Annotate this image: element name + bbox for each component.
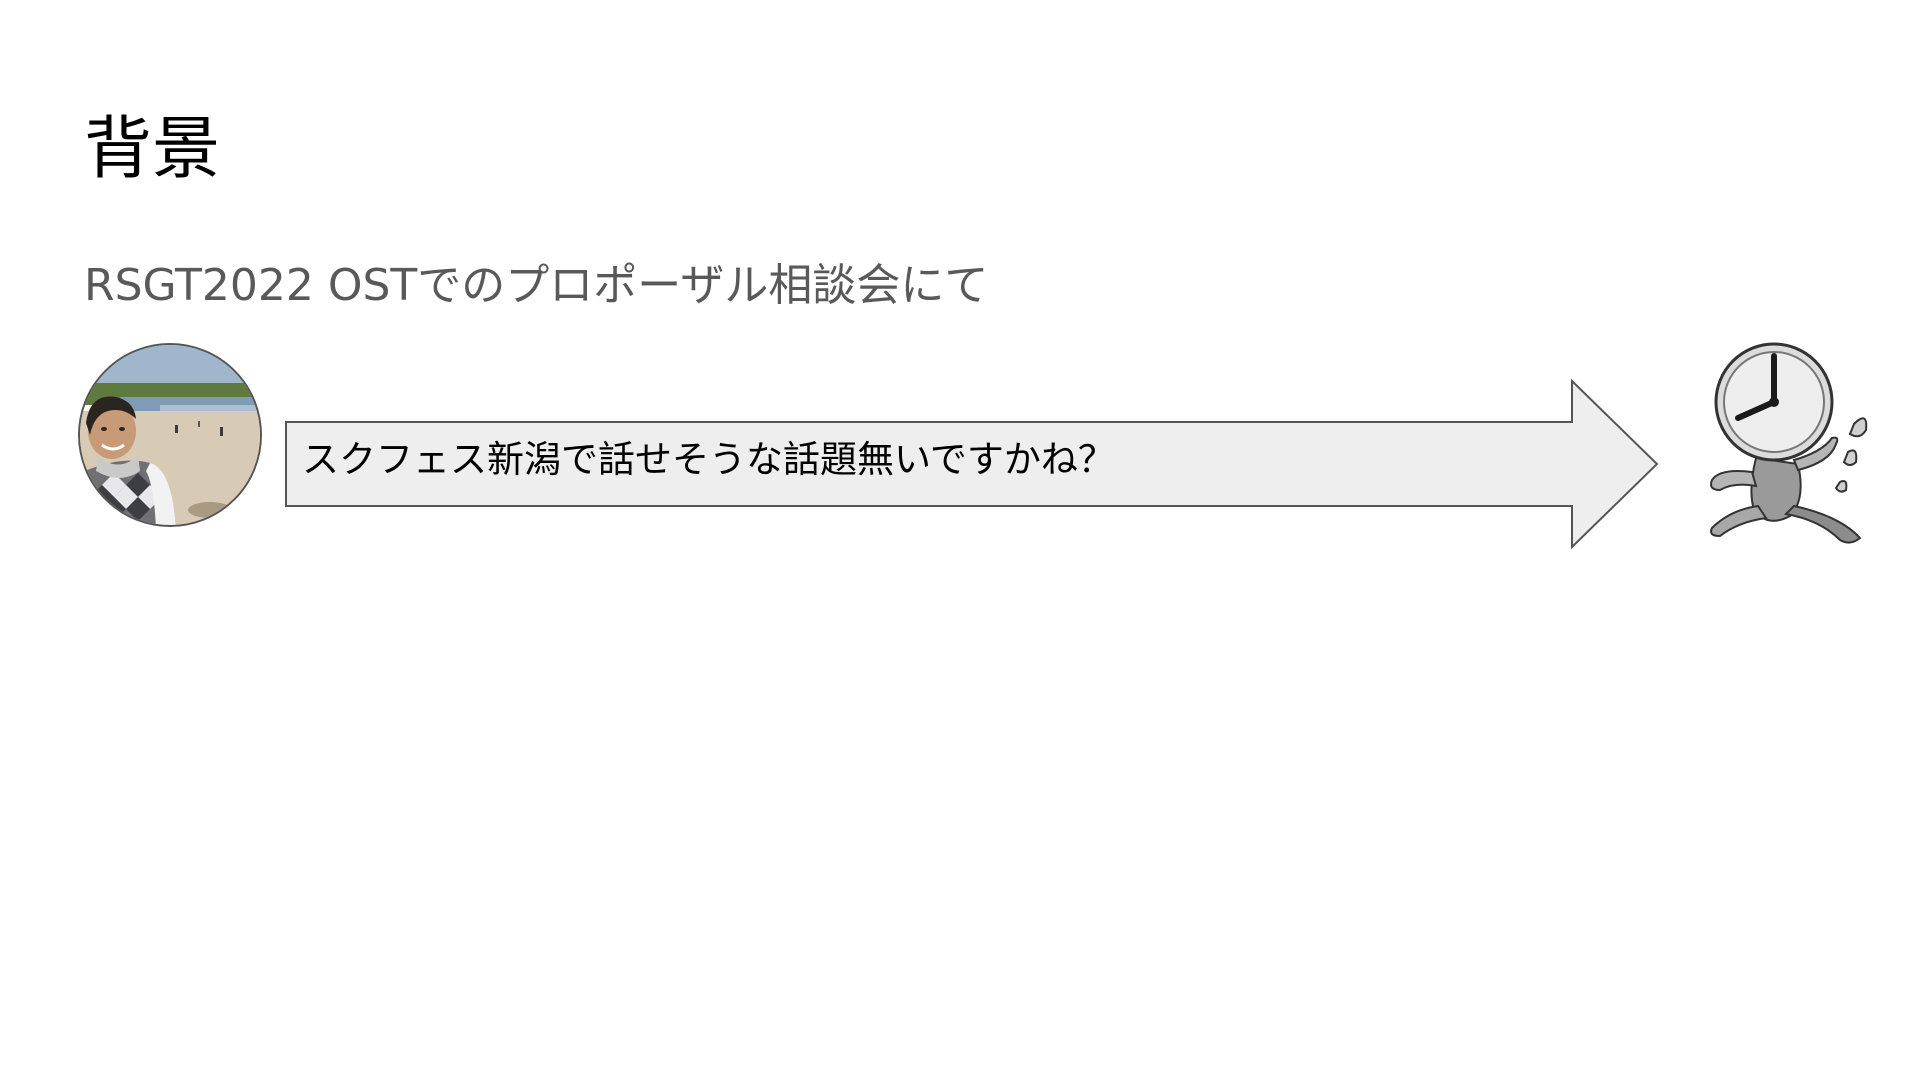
- arrow-text: スクフェス新潟で話せそうな話題無いですかね？: [302, 438, 1115, 481]
- slide-subtitle: RSGT2022 OSTでのプロポーザル相談会にて: [84, 260, 989, 311]
- running-clock-icon: [1690, 340, 1880, 550]
- slide-title: 背景: [84, 110, 221, 189]
